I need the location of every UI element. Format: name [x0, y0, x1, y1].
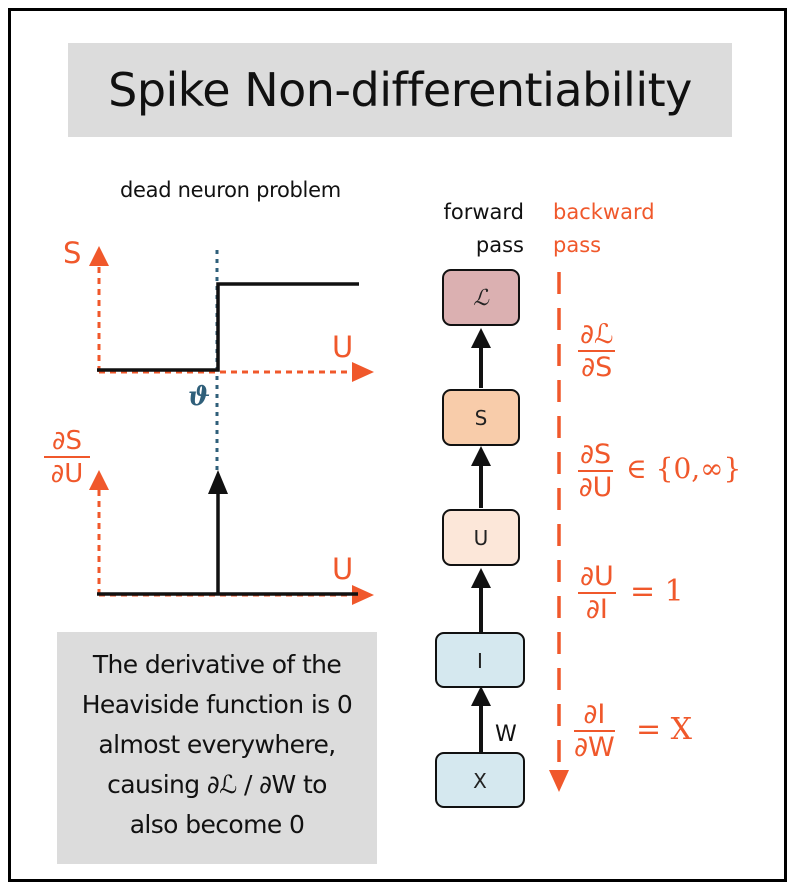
edge-s-to-l-arrowhead — [471, 328, 491, 348]
dead-neuron-heading: dead neuron problem — [120, 178, 341, 202]
grad-dl-ds-den: ∂S — [581, 352, 613, 383]
backward-label-line2: pass — [553, 233, 602, 257]
node-current-label: I — [477, 649, 483, 673]
grad-ds-du-den: ∂U — [578, 472, 613, 503]
backward-label-line1: backward — [553, 200, 655, 224]
grad-du-di-den: ∂I — [585, 594, 608, 625]
weight-label: W — [495, 722, 517, 747]
grad-di-dw: ∂I ∂W — [574, 700, 615, 764]
top-x-label: U — [332, 330, 354, 364]
grad-ds-du: ∂S ∂U — [578, 439, 614, 504]
bottom-y-label-den: ∂U — [50, 459, 84, 489]
bottom-x-label: U — [332, 552, 354, 586]
grad-di-dw-rhs: = X — [636, 712, 693, 747]
step-function-plot — [89, 246, 374, 470]
note-line-1: The derivative of the — [92, 650, 342, 679]
grad-di-dw-den: ∂W — [574, 732, 615, 763]
dirac-spike-arrowhead — [208, 470, 228, 494]
node-loss — [442, 269, 520, 326]
edge-i-to-u-arrowhead — [471, 568, 491, 588]
node-spike — [442, 389, 520, 446]
top-x-arrowhead — [352, 362, 374, 382]
forward-pass-label: forward pass — [418, 196, 524, 262]
node-current — [435, 632, 525, 688]
grad-du-di: ∂U ∂I — [578, 562, 616, 626]
figure-title: Spike Non-differentiability — [108, 63, 692, 117]
node-membrane-label: U — [474, 526, 489, 550]
grad-dl-ds-num: ∂ℒ — [578, 319, 616, 352]
top-y-label: S — [63, 236, 82, 270]
note-line-5: also become 0 — [129, 810, 305, 839]
node-membrane — [442, 509, 520, 566]
derivative-plot — [89, 470, 374, 605]
grad-du-di-num: ∂U — [578, 561, 616, 594]
edge-x-to-i-arrowhead — [471, 686, 491, 706]
bottom-x-arrowhead — [352, 585, 374, 605]
forward-label-line2: pass — [475, 233, 524, 257]
note-box — [57, 632, 377, 864]
node-input — [435, 752, 525, 808]
bottom-y-label-num: ∂S — [44, 426, 90, 458]
grad-ds-du-num: ∂S — [578, 439, 614, 472]
node-input-label: X — [473, 769, 487, 793]
grad-dl-ds: ∂ℒ ∂S — [578, 319, 616, 384]
backward-pass-label: backward pass — [553, 196, 655, 262]
note-text: The derivative of the Heaviside function… — [57, 645, 377, 845]
note-line-3: almost everywhere, — [98, 730, 336, 759]
node-spike-label: S — [475, 406, 488, 430]
forward-label-line1: forward — [443, 200, 524, 224]
grad-ds-du-rhs: ∈ {0,∞} — [626, 452, 742, 485]
title-banner: Spike Non-differentiability — [68, 43, 732, 137]
note-line-4: causing ∂ℒ / ∂W to — [107, 770, 327, 799]
top-y-arrowhead — [89, 246, 109, 266]
bottom-y-arrowhead — [89, 470, 109, 490]
note-line-2: Heaviside function is 0 — [81, 690, 353, 719]
grad-di-dw-num: ∂I — [574, 700, 615, 732]
threshold-label: ϑ — [188, 382, 211, 412]
node-loss-label: ℒ — [473, 286, 490, 311]
bottom-y-label: ∂S ∂U — [44, 426, 90, 490]
heaviside-step-curve — [97, 282, 359, 372]
backward-pass-arrow — [549, 272, 569, 792]
grad-du-di-rhs: = 1 — [630, 574, 684, 609]
computation-graph: ℒ S U I X W — [435, 269, 525, 808]
edge-u-to-s-arrowhead — [471, 446, 491, 466]
